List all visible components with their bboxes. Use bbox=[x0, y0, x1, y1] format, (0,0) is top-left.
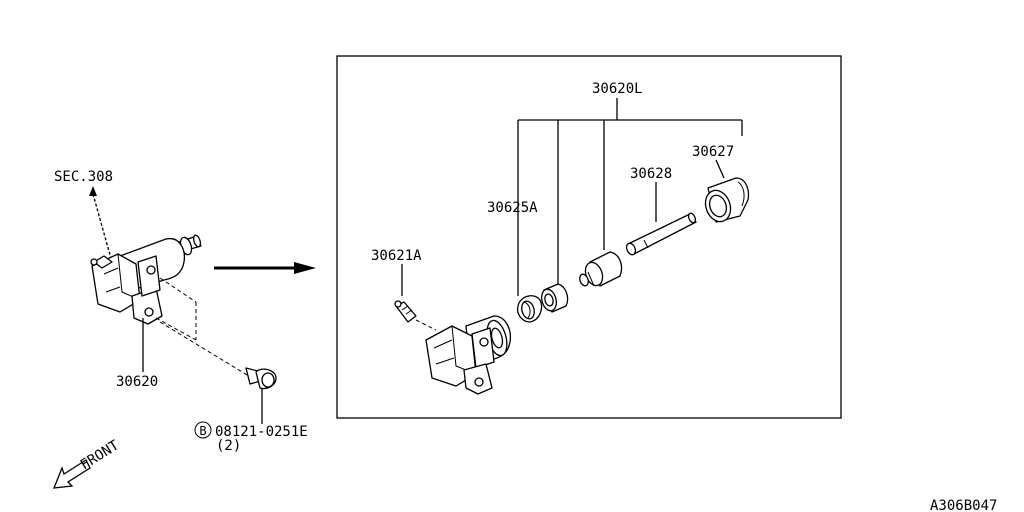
mounting-bolt bbox=[245, 367, 277, 424]
front-direction-indicator: FRONT bbox=[52, 437, 123, 489]
clutch-operating-cylinder-installed bbox=[90, 234, 202, 372]
piston bbox=[579, 251, 623, 287]
sec-308-label: SEC.308 bbox=[54, 169, 113, 185]
cylinder-body-detail bbox=[425, 315, 512, 395]
spring-seal bbox=[516, 295, 543, 323]
bolt-alignment-lines bbox=[155, 277, 253, 379]
part-number-30627: 30627 bbox=[692, 144, 734, 160]
part-number-30620: 30620 bbox=[116, 374, 158, 390]
bleeder-screw bbox=[394, 300, 417, 323]
part-number-08121-0251e: 08121-0251E bbox=[215, 424, 308, 440]
part-number-30621a: 30621A bbox=[371, 248, 422, 264]
detail-arrow bbox=[214, 262, 316, 274]
push-rod bbox=[625, 212, 697, 256]
dust-boot bbox=[704, 177, 750, 223]
bolt-quantity: (2) bbox=[216, 438, 241, 454]
front-label: FRONT bbox=[78, 437, 123, 473]
cup-seal bbox=[541, 283, 569, 313]
part-number-30625a: 30625A bbox=[487, 200, 538, 216]
kit-bracket: 30620L bbox=[517, 81, 743, 296]
bolt-callout: B 08121-0251E (2) bbox=[194, 421, 308, 454]
svg-text:B: B bbox=[199, 424, 206, 438]
part-number-30620l: 30620L bbox=[592, 81, 643, 97]
bolt-b-marker bbox=[194, 421, 212, 439]
part-number-30628: 30628 bbox=[630, 166, 672, 182]
sec-reference-callout: SEC.308 bbox=[54, 169, 113, 263]
diagram-code: A306B047 bbox=[930, 498, 997, 512]
detail-frame bbox=[336, 55, 842, 419]
